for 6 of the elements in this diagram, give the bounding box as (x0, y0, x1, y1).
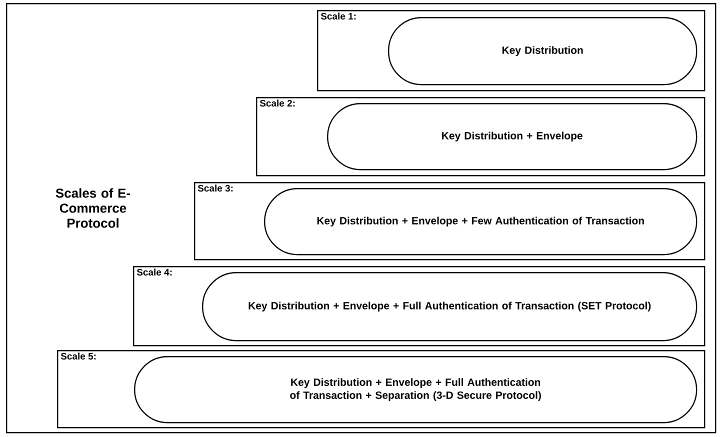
rounded-box: Key Distribution + Envelope + Full Authentication of Transaction (SET Protocol) (202, 272, 698, 342)
rounded-box: Key Distribution + Envelope + Few Authentication of Transaction (264, 188, 698, 256)
rounded-box: Key Distribution + Envelope (327, 103, 698, 170)
rounded-box: Key Distribution + Envelope + Full Authentication of Transaction + Separation (3-D Secure Protocol) (134, 356, 698, 424)
heading: Scales of E-Commerce Protocol (56, 188, 130, 228)
rounded-box: Key Distribution (388, 17, 698, 86)
